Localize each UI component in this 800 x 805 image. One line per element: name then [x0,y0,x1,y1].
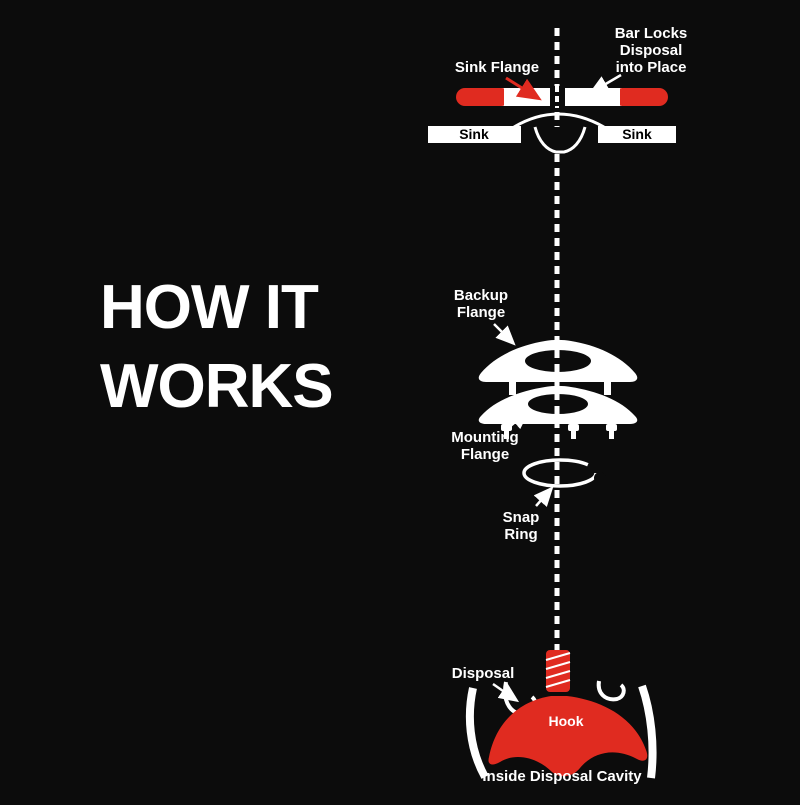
disposal-arrow [492,682,520,703]
cavity-edge-right [638,684,657,779]
hook-label: Hook [549,713,584,729]
backup-flange-arrow [493,323,516,346]
snap-ring [522,458,598,488]
sink-left-label: Sink [459,126,489,142]
bar-locks-label: Bar Locks Disposal into Place [615,25,688,76]
title-line-1: HOW IT [100,273,319,342]
cavity-edge-left [465,687,489,779]
sink-flange-body [513,112,605,154]
sink-flange-arrow [505,76,542,101]
svg-text:Mounting: Mounting [451,429,518,446]
inside-disposal-cavity-label: Inside Disposal Cavity [482,768,642,785]
flange-post-right [604,379,611,395]
svg-text:Ring: Ring [504,526,537,543]
snap-ring-arrow [533,486,554,507]
sink-left-bar: Sink [428,126,521,143]
snap-ring-label: Snap Ring [503,509,540,543]
svg-text:Flange: Flange [461,446,509,463]
svg-text:into Place: into Place [616,59,687,76]
sink-right-label: Sink [622,126,652,142]
spring-coil [545,650,571,692]
sink-right-bar: Sink [598,126,676,143]
sink-flange-label: Sink Flange [455,59,539,76]
title-line-2: WORKS [100,352,334,422]
snap-ring-gap [594,472,606,484]
disposal-label: Disposal [452,665,515,682]
disposal-mount-body [488,696,648,777]
mounting-flange [478,385,638,424]
svg-text:Disposal: Disposal [620,42,683,59]
svg-text:Backup: Backup [454,287,508,304]
backup-flange [478,339,638,382]
hook-right [596,680,626,702]
svg-text:Flange: Flange [457,304,505,321]
bar-locks-arrow [588,73,622,94]
svg-text:Bar Locks: Bar Locks [615,25,688,42]
mounting-flange-arrow [507,409,530,430]
flange-post-left [509,379,516,395]
locking-bar-assembly [456,86,668,108]
page-title: HOW IT WORKS [100,268,334,427]
mounting-flange-label: Mounting Flange [451,429,518,463]
svg-text:Snap: Snap [503,509,540,526]
backup-flange-label: Backup Flange [454,287,508,321]
